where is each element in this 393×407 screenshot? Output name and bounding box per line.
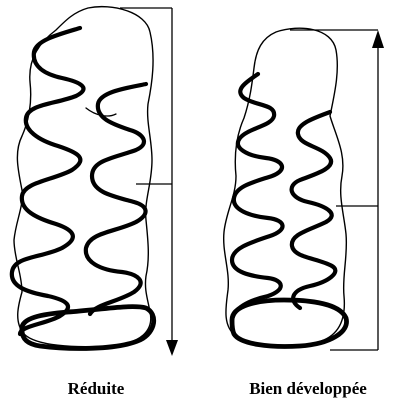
reduced-label: Réduite [68, 379, 125, 398]
developed-label: Bien développée [249, 379, 367, 398]
specimen-developed [224, 28, 347, 347]
developed-lamella-left [232, 74, 283, 322]
developed-lamella-right [292, 112, 336, 308]
reduced-lamella-right [86, 84, 146, 314]
developed-arrow-up-icon [372, 30, 384, 48]
developed-basal-lobe [232, 300, 347, 347]
specimen-reduced [12, 7, 154, 349]
reduced-lamella-left [12, 28, 84, 334]
reduced-arrow-down-icon [166, 340, 178, 356]
